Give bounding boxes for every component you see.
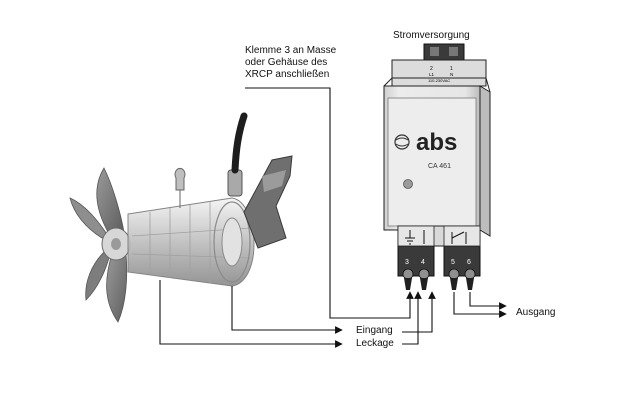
leakage-wire-to-device [402, 291, 422, 345]
input-wire [231, 286, 343, 334]
propeller-blade-bottom [106, 253, 128, 323]
propeller-blade-left [69, 197, 109, 239]
terminal-number-6: 6 [467, 259, 471, 266]
power-supply-label: Stromversorgung [393, 30, 470, 41]
wiring-lines [159, 87, 507, 348]
ground-note-line-2: oder Gehäuse des [245, 57, 328, 68]
mixer-illustration [69, 112, 293, 323]
top-terminal-mark-n: N [450, 72, 453, 77]
power-cable [231, 112, 248, 174]
motor-housing [127, 197, 255, 287]
ground-symbol-icon [405, 230, 415, 245]
propeller-blade-top [96, 167, 125, 233]
propeller-blade-lower-left [85, 251, 111, 301]
output-label: Ausgang [516, 307, 556, 318]
terminal-number-5: 5 [451, 259, 455, 266]
top-terminal-number-1: 1 [450, 66, 453, 72]
ground-note: Klemme 3 an Masse oder Gehäuse des XRCP … [245, 45, 336, 81]
device-text: 2 1 L1 N 110-230VAC abs CA 461 3 4 5 6 [405, 66, 471, 266]
cable-gland [227, 169, 243, 197]
leakage-wire [159, 280, 343, 348]
status-led [403, 179, 413, 189]
top-terminal-number-2: 2 [430, 66, 433, 72]
ground-note-line-1: Klemme 3 an Masse [245, 45, 337, 56]
brand-logo-icon [394, 134, 410, 150]
lifting-eye [174, 167, 186, 208]
device-front-panel [387, 97, 477, 227]
top-terminal-mark-l1: L1 [429, 72, 435, 77]
model-label: CA 461 [428, 163, 451, 170]
top-voltage-label: 110-230VAC [428, 78, 450, 83]
terminal-number-3: 3 [405, 259, 409, 266]
brand-wordmark: abs [416, 129, 457, 156]
leakage-label: Leckage [356, 338, 394, 349]
ground-wire [245, 87, 414, 319]
input-label: Eingang [356, 325, 393, 336]
terminal-number-4: 4 [421, 259, 425, 266]
control-device [383, 43, 491, 290]
output-wire-a [453, 292, 507, 318]
output-wire-b [469, 292, 507, 310]
input-wire-to-device [402, 291, 436, 333]
ground-note-line-3: XRCP anschließen [245, 69, 330, 80]
relay-contact-icon [451, 231, 467, 244]
